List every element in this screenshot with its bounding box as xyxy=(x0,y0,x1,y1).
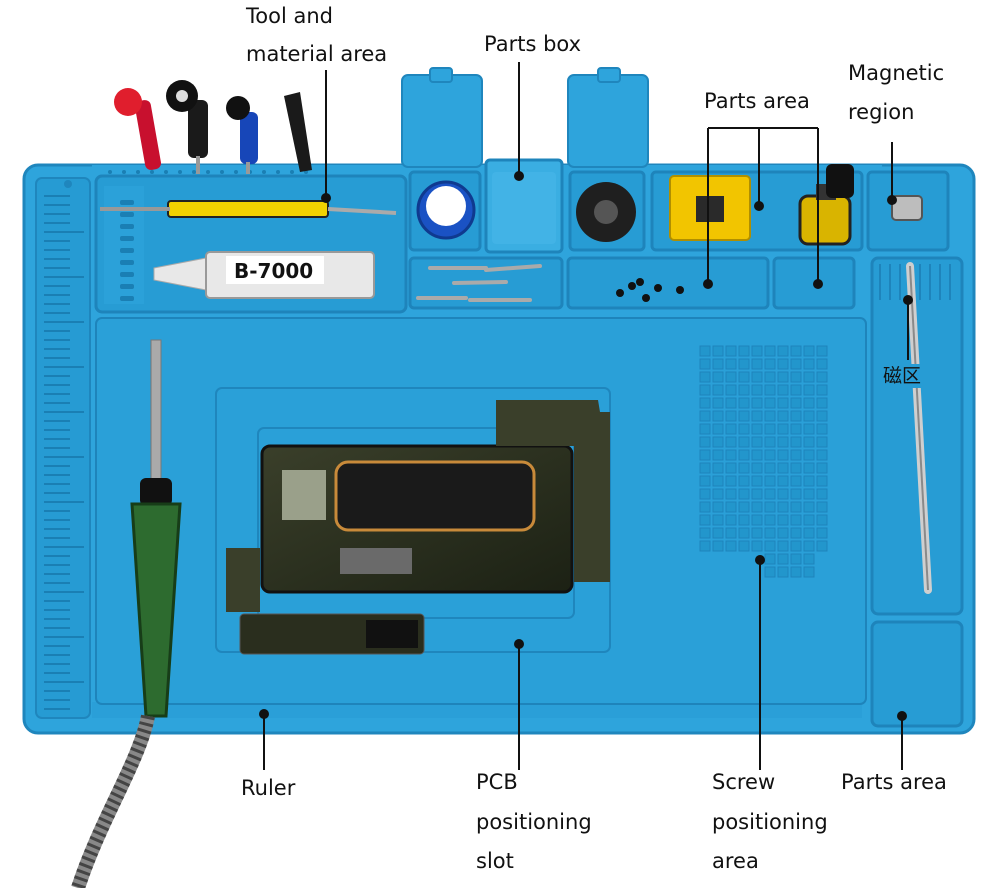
label-parts-area-bottom: Parts area xyxy=(841,770,947,794)
label-tool-material-area-line1: Tool and xyxy=(246,4,333,28)
label-tool-material-area-line2: material area xyxy=(246,42,388,66)
parts-box-tray xyxy=(492,172,556,244)
screwdriver-icon xyxy=(114,80,258,174)
tape-roll-icon xyxy=(576,182,636,242)
tips-and-screws xyxy=(416,264,542,302)
label-ruler: Ruler xyxy=(241,776,296,800)
glue-tube-icon: B-7000 xyxy=(153,251,375,299)
label-parts-box: Parts box xyxy=(484,32,582,56)
label-screw-area-line1: Screw xyxy=(712,770,776,794)
magnet-icon xyxy=(891,195,923,221)
label-pcb-slot-line3: slot xyxy=(476,849,514,873)
label-screw-area-line3: area xyxy=(712,849,759,873)
screw-positioning-grid xyxy=(699,345,828,578)
glue-tube-label: B-7000 xyxy=(234,259,313,283)
label-pcb-slot-line2: positioning xyxy=(476,810,592,834)
label-magnetic-cn: 磁区 xyxy=(883,364,922,388)
label-magnetic-region-line1: Magnetic xyxy=(848,61,945,85)
ruler-strip xyxy=(35,177,862,719)
spatula-icon xyxy=(906,262,932,594)
flux-bottle-icon xyxy=(798,164,854,246)
parts-box-lids xyxy=(401,67,649,168)
label-magnetic-region-line2: region xyxy=(848,100,915,124)
solder-paste-icon xyxy=(416,180,476,240)
label-screw-area-line2: positioning xyxy=(712,810,828,834)
label-parts-area-top: Parts area xyxy=(704,89,810,113)
phone-board-icon xyxy=(226,400,610,655)
loose-screws xyxy=(616,278,684,302)
label-pcb-slot-line1: PCB xyxy=(476,770,518,794)
leader-lines xyxy=(259,62,913,770)
soldering-iron-icon xyxy=(71,339,182,888)
magnetizer-icon xyxy=(669,175,751,241)
spudger-icon xyxy=(100,92,397,218)
